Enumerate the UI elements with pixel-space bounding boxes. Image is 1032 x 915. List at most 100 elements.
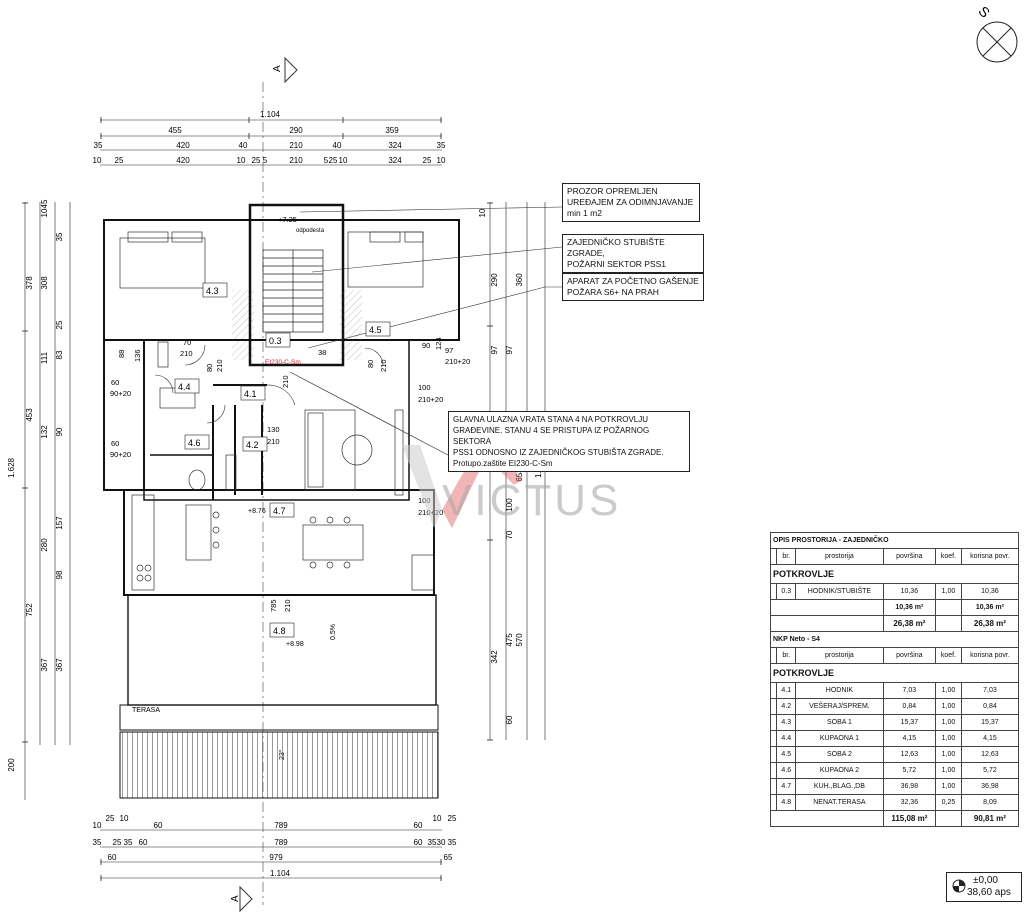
svg-text:359: 359 xyxy=(385,126,399,135)
svg-text:VICTUS: VICTUS xyxy=(442,476,621,525)
svg-text:80: 80 xyxy=(366,360,375,368)
svg-text:60: 60 xyxy=(111,439,119,448)
svg-text:210+20: 210+20 xyxy=(445,357,470,366)
svg-text:25: 25 xyxy=(55,320,64,329)
svg-text:38: 38 xyxy=(318,348,326,357)
stair-hatch xyxy=(232,290,254,360)
callout-main-door: GLAVNA ULAZNA VRATA STANA 4 NA POTKROVLJ… xyxy=(448,411,690,472)
svg-text:25: 25 xyxy=(115,156,124,165)
room-4-5-label: 4.5 xyxy=(369,325,382,335)
svg-text:65: 65 xyxy=(444,853,453,862)
svg-text:10: 10 xyxy=(433,814,442,823)
elevation-marker: ±0,00 38,60 aps xyxy=(946,872,1022,902)
svg-text:10: 10 xyxy=(237,156,246,165)
svg-text:60: 60 xyxy=(154,821,163,830)
svg-text:97: 97 xyxy=(505,345,514,354)
svg-text:30: 30 xyxy=(437,838,446,847)
svg-text:210: 210 xyxy=(289,156,303,165)
svg-text:35: 35 xyxy=(448,838,457,847)
svg-text:210+20: 210+20 xyxy=(418,395,443,404)
svg-text:420: 420 xyxy=(176,141,190,150)
section-potkrovlje-2: POTKROVLJE xyxy=(770,663,1019,683)
svg-text:455: 455 xyxy=(168,126,182,135)
svg-text:10: 10 xyxy=(478,208,487,217)
svg-text:98: 98 xyxy=(55,570,64,579)
svg-text:136: 136 xyxy=(133,349,142,362)
room-4-1-label: 4.1 xyxy=(244,389,257,399)
room-4-2-label: 4.2 xyxy=(246,440,259,450)
stair-hatch-right xyxy=(340,290,362,360)
svg-text:378: 378 xyxy=(25,276,34,290)
svg-text:10: 10 xyxy=(93,821,102,830)
svg-text:132: 132 xyxy=(40,425,49,439)
svg-text:25: 25 xyxy=(448,814,457,823)
svg-text:90: 90 xyxy=(55,427,64,436)
svg-text:130: 130 xyxy=(267,425,280,434)
svg-text:324: 324 xyxy=(388,156,402,165)
svg-text:10: 10 xyxy=(437,156,446,165)
svg-text:A: A xyxy=(272,65,283,72)
svg-text:10: 10 xyxy=(93,156,102,165)
svg-text:25: 25 xyxy=(423,156,432,165)
north-arrow: S xyxy=(975,3,1018,63)
section-potkrovlje: POTKROVLJE xyxy=(770,564,1019,584)
section-marker-bottom: A xyxy=(230,885,253,913)
svg-text:70: 70 xyxy=(505,530,514,539)
left-dimensions: 1.628 378 453 752 200 10 308 111 132 280… xyxy=(7,199,64,772)
svg-text:60: 60 xyxy=(111,378,119,387)
svg-text:35: 35 xyxy=(428,838,437,847)
svg-text:10: 10 xyxy=(40,208,49,217)
svg-text:+8.76: +8.76 xyxy=(248,508,266,515)
svg-text:5: 5 xyxy=(324,156,329,165)
svg-text:100: 100 xyxy=(418,383,431,392)
svg-text:+7.25: +7.25 xyxy=(278,215,297,224)
dimension-ticks xyxy=(22,117,493,881)
svg-text:10: 10 xyxy=(120,814,129,823)
svg-text:789: 789 xyxy=(274,838,288,847)
svg-text:60: 60 xyxy=(414,838,423,847)
svg-text:A: A xyxy=(230,895,241,902)
svg-text:83: 83 xyxy=(55,350,64,359)
svg-text:10: 10 xyxy=(339,156,348,165)
svg-text:25: 25 xyxy=(329,156,338,165)
svg-text:290: 290 xyxy=(490,273,499,287)
room-4-4-label: 4.4 xyxy=(178,382,191,392)
svg-text:23°: 23° xyxy=(278,749,286,760)
svg-text:420: 420 xyxy=(176,156,190,165)
svg-text:odpodesta: odpodesta xyxy=(296,228,325,234)
callout-extinguisher: APARAT ZA POČETNO GAŠENJE POŽARA S6+ NA … xyxy=(562,273,704,301)
svg-text:35: 35 xyxy=(124,838,133,847)
svg-text:475: 475 xyxy=(505,633,514,647)
svg-text:35: 35 xyxy=(93,838,102,847)
svg-text:1.104: 1.104 xyxy=(270,869,291,878)
top-dimensions: 1.104 455 290 359 35 420 40 210 40 324 3… xyxy=(93,110,446,165)
svg-text:90+20: 90+20 xyxy=(110,450,131,459)
svg-text:90+20: 90+20 xyxy=(110,389,131,398)
elevation-value: ±0,00 xyxy=(973,875,998,886)
elevation-symbol xyxy=(952,879,966,893)
svg-text:210: 210 xyxy=(180,349,193,358)
svg-text:653: 653 xyxy=(515,468,524,482)
table-title-nkp: NKP Neto - S4 xyxy=(770,631,1019,648)
room-4-3-label: 4.3 xyxy=(206,286,219,296)
room-4-6-label: 4.6 xyxy=(188,438,201,448)
svg-text:200: 200 xyxy=(7,758,16,772)
svg-text:90: 90 xyxy=(422,341,430,350)
svg-text:157: 157 xyxy=(55,516,64,530)
svg-text:70: 70 xyxy=(183,338,191,347)
svg-text:25: 25 xyxy=(252,156,261,165)
staircase xyxy=(262,249,324,333)
svg-text:789: 789 xyxy=(274,821,288,830)
svg-text:453: 453 xyxy=(25,408,34,422)
svg-text:367: 367 xyxy=(55,658,64,672)
